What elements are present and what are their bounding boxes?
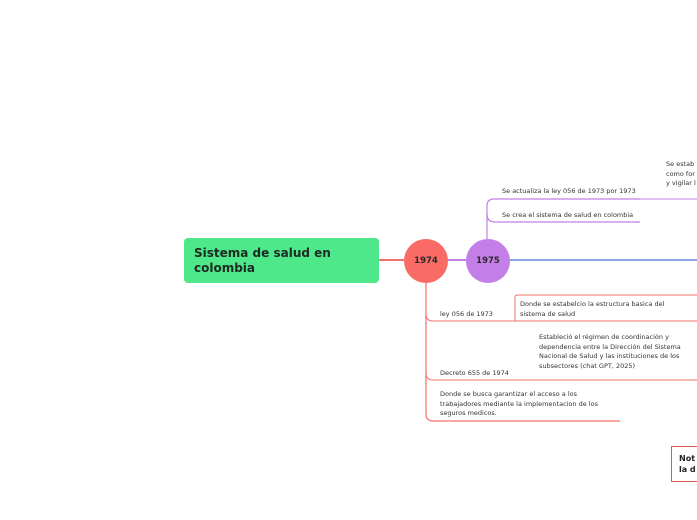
decreto-desc-line1: Estableció el régimen de coordinación y: [539, 333, 669, 341]
decreto-desc-line4: subsectores (chat GPT, 2025): [539, 361, 636, 370]
topic-cut-text[interactable]: Se estab como for y vigilar l: [666, 160, 696, 189]
acceso-desc-line3: seguros medicos.: [440, 409, 497, 417]
note-line2: la d: [679, 465, 696, 474]
cut-text-line2: como for: [666, 169, 695, 178]
node-1974-label: 1974: [414, 256, 438, 266]
link-1974-decreto: [425, 372, 697, 381]
decreto-desc-line2: dependencia entre la Dirección del Siste…: [539, 342, 681, 351]
link-1974-trunk: [425, 283, 620, 422]
ley-desc-line2: sistema de salud: [520, 309, 576, 318]
topic-sistema-creado[interactable]: Se crea el sistema de salud en colombia: [502, 211, 634, 219]
topic-decreto-655[interactable]: Decreto 655 de 1974: [440, 369, 509, 377]
link-1975-branch2: [486, 213, 640, 223]
ley-desc-line1: Donde se estabelcio la estructura basica…: [520, 300, 665, 308]
central-title-line2: colombia: [194, 261, 256, 275]
central-topic[interactable]: Sistema de salud en colombia: [184, 238, 379, 283]
decreto-desc-line3: Nacional de Salud y las instituciones de…: [539, 352, 680, 360]
note-box[interactable]: Not la d: [671, 446, 697, 482]
cut-text-line1: Se estab: [666, 160, 695, 168]
topic-acceso-desc[interactable]: Donde se busca garantizar el acceso a lo…: [440, 390, 598, 419]
note-line1: Not: [679, 454, 696, 463]
acceso-desc-line2: trabajadores mediante la implementacion …: [440, 399, 598, 408]
cut-text-line3: y vigilar l: [666, 179, 696, 187]
link-1974-ley: [425, 313, 697, 322]
node-1975-label: 1975: [476, 256, 500, 266]
topic-ley-update[interactable]: Se actualiza la ley 056 de 1973 por 1973: [502, 187, 636, 195]
link-1975-branch: [486, 198, 640, 239]
topic-ley-desc[interactable]: Donde se estabelcio la estructura basica…: [520, 300, 664, 319]
node-1974[interactable]: 1974: [404, 239, 448, 283]
topic-ley-056[interactable]: ley 056 de 1973: [440, 310, 493, 318]
link-1974-ley-sub: [514, 294, 697, 321]
topic-decreto-desc[interactable]: Estableció el régimen de coordinación y …: [539, 333, 681, 371]
node-1975[interactable]: 1975: [466, 239, 510, 283]
central-title-line1: Sistema de salud en: [194, 246, 331, 260]
acceso-desc-line1: Donde se busca garantizar el acceso a lo…: [440, 390, 578, 398]
